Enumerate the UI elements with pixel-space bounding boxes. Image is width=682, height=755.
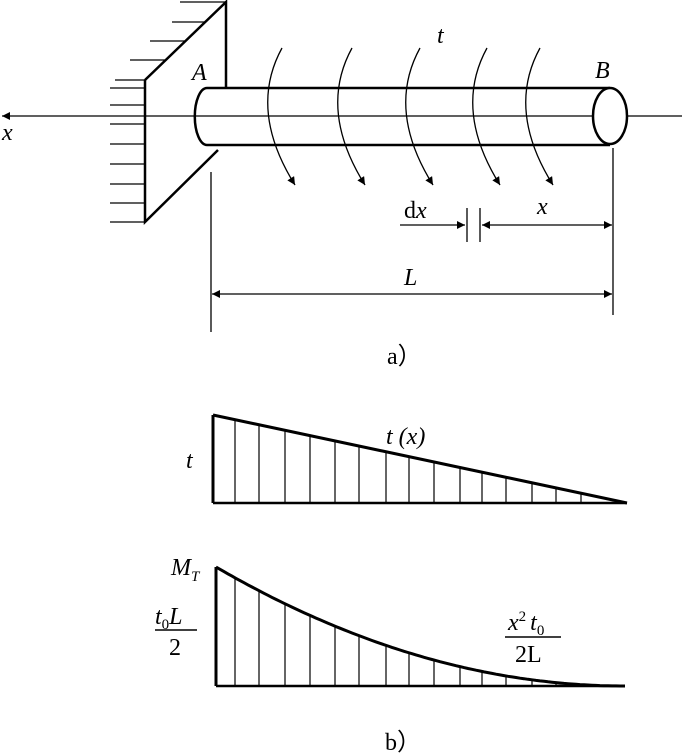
- torque-arrow: [405, 47, 434, 186]
- load-line: [212, 413, 628, 505]
- torque-max-label: MT: [170, 555, 201, 585]
- fixed-support: [110, 0, 228, 225]
- distributed-torque-arrows: [267, 47, 554, 186]
- torque-arrow: [525, 47, 554, 186]
- axis-label-x: x: [1, 120, 13, 146]
- caption-b: b）: [385, 730, 421, 755]
- wall-hatching: [110, 1, 226, 223]
- x-distance-label: x: [536, 194, 548, 220]
- torque-arrow: [267, 47, 296, 186]
- internal-torque-diagram: [214, 565, 625, 688]
- svg-text:2: 2: [169, 635, 181, 661]
- load-curve-label: t (x): [386, 424, 425, 450]
- torque-arrow: [337, 47, 366, 186]
- caption-a: a）: [387, 344, 422, 370]
- load-distribution-diagram: [211, 413, 628, 505]
- max-torque-fraction: t0L 2: [155, 604, 197, 661]
- svg-text:t0L: t0L: [155, 604, 183, 633]
- torque-label: t: [437, 23, 445, 49]
- torque-arrow: [472, 47, 501, 186]
- shaft: [193, 86, 629, 147]
- dimension-lines: [210, 148, 614, 332]
- dx-label: dx: [404, 198, 427, 224]
- length-label: L: [403, 265, 417, 291]
- point-b-label: B: [595, 58, 610, 84]
- svg-text:2L: 2L: [515, 642, 542, 668]
- point-a-label: A: [190, 60, 207, 86]
- load-side-label: t: [186, 448, 194, 474]
- torque-curve: [215, 565, 625, 688]
